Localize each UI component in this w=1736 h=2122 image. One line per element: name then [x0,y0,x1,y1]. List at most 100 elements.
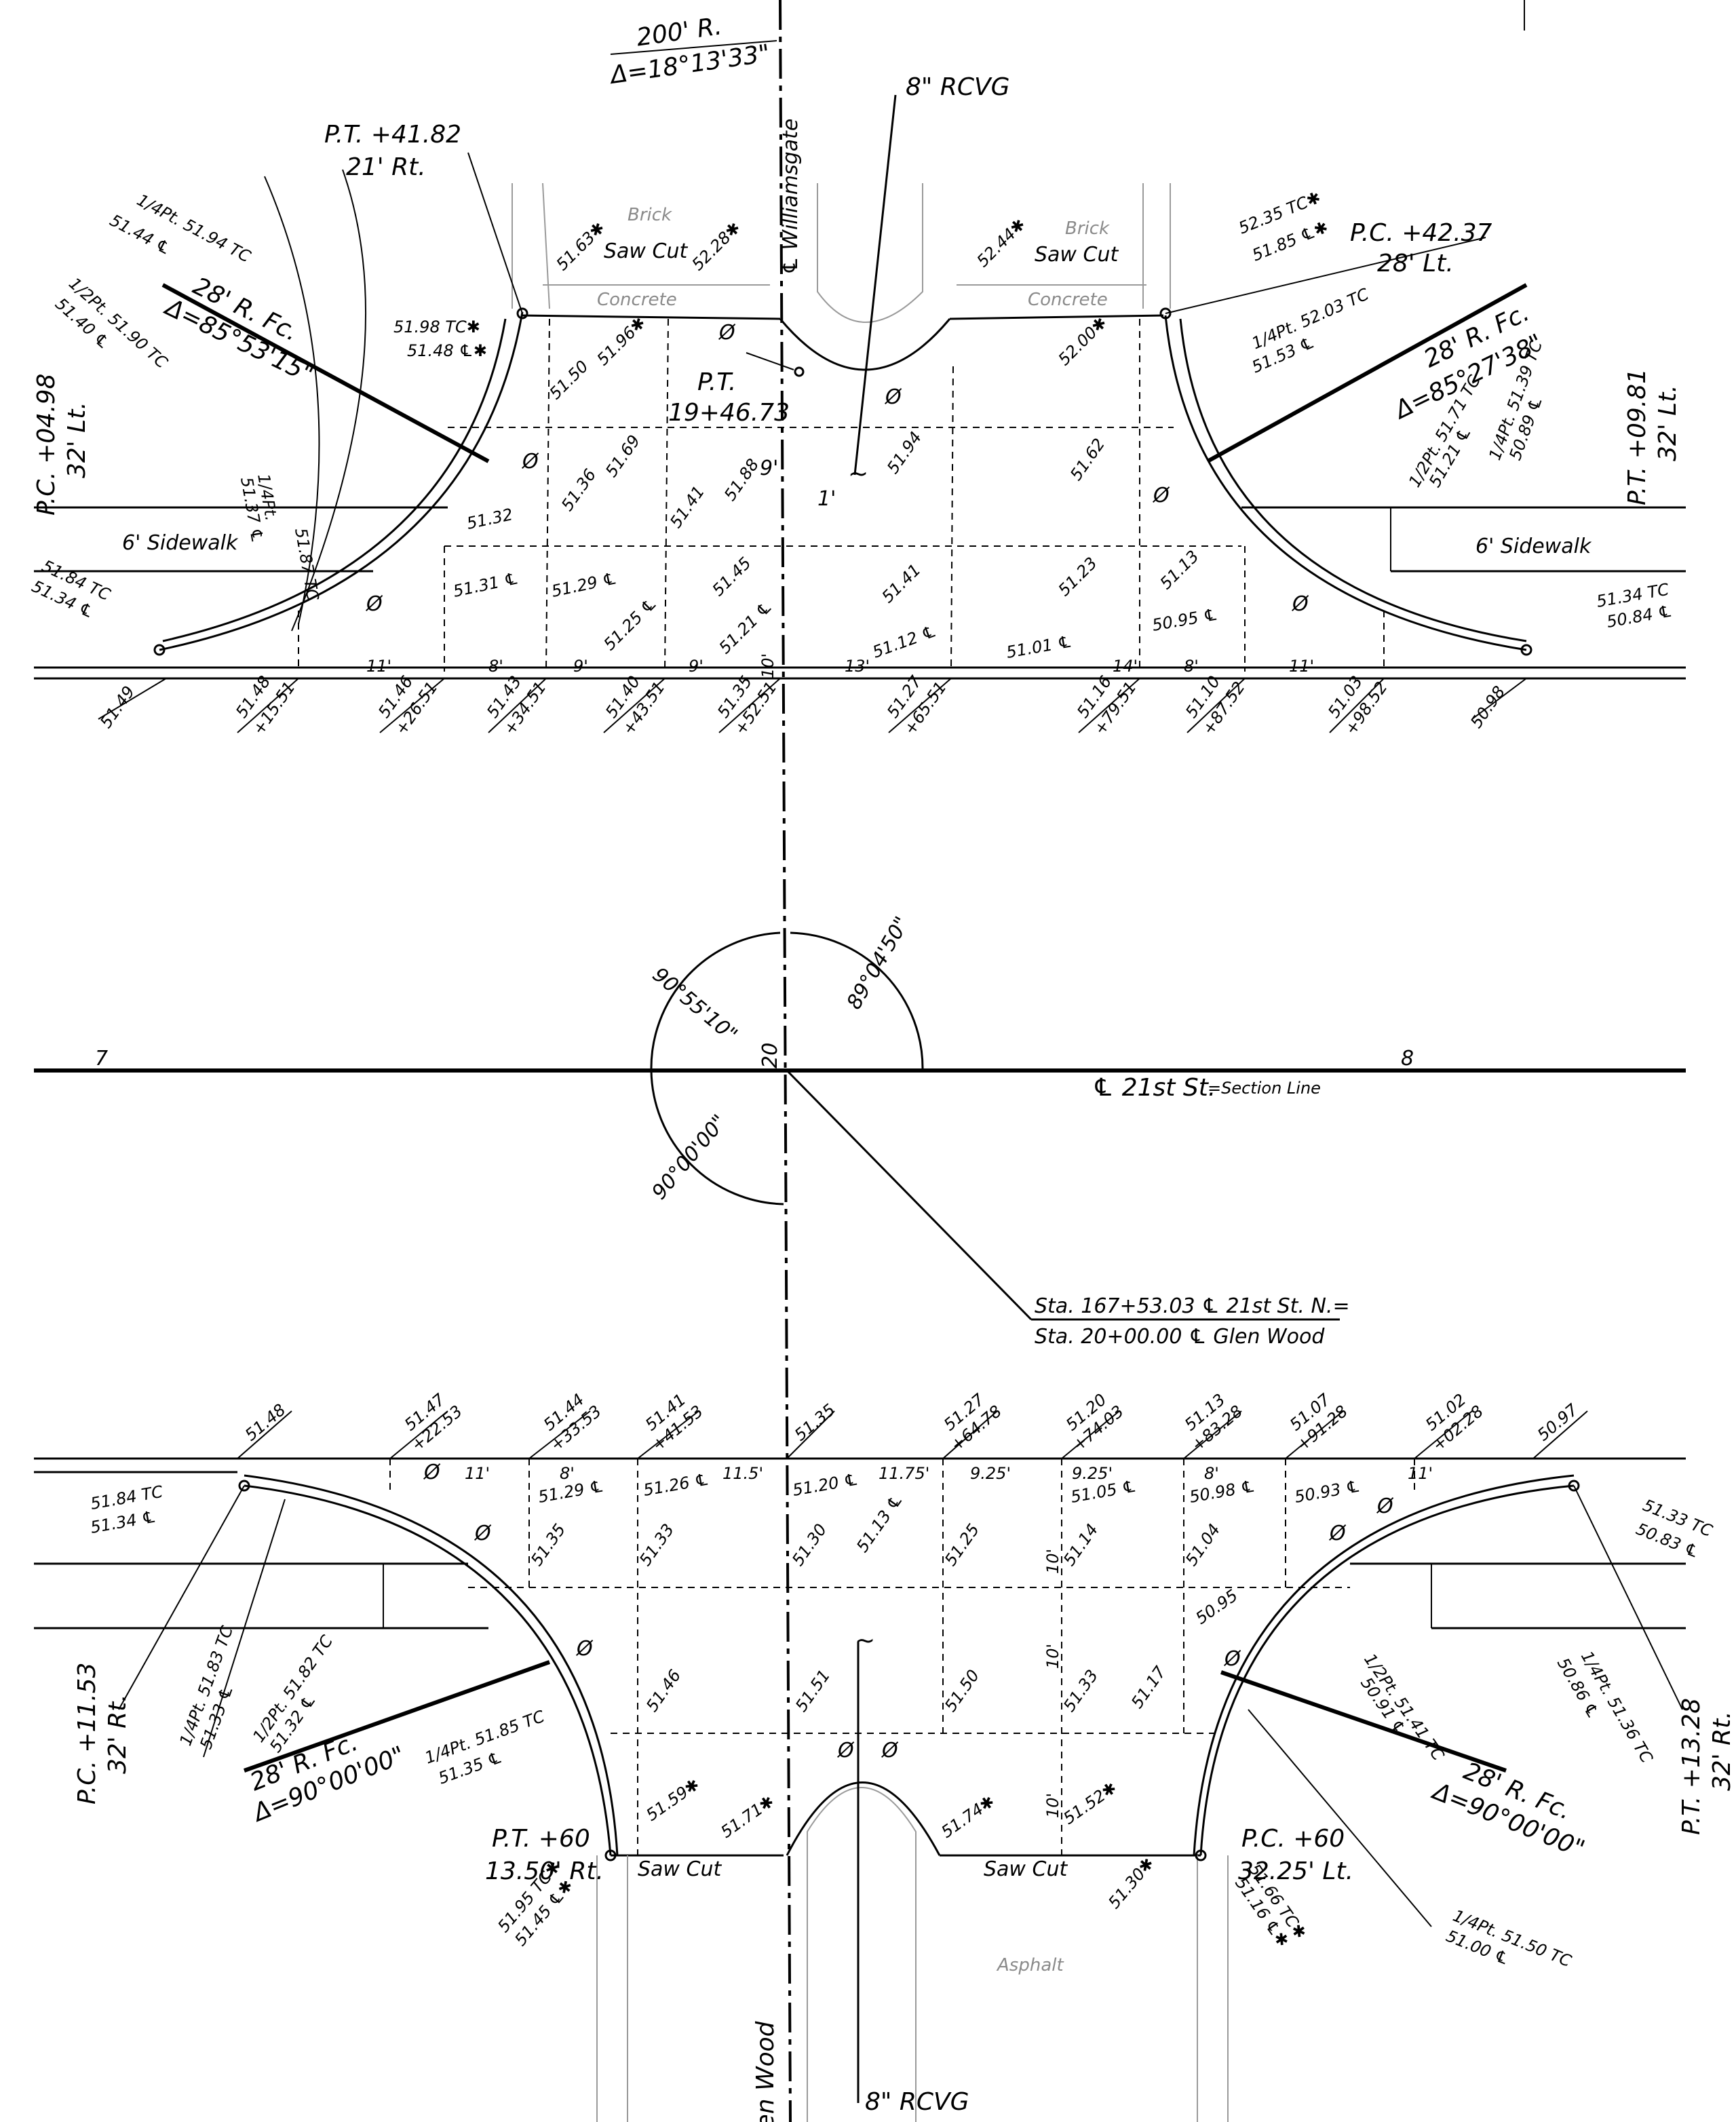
elev-label: 51.48 ℄✱ [407,341,487,360]
elev-label: 51.62 [1066,435,1108,484]
pc-right-sta: P.C. +42.37 [1350,219,1492,247]
bottom-pt-right-point [1568,1480,1580,1492]
brick-left: Brick [628,205,672,225]
elev-label: 51.12 ℄ [870,621,939,662]
williamsgate-label: ℄ Williamsgate [779,119,803,275]
leader-pc-right [1165,237,1486,314]
elev-label: 51.29 ℄ [549,568,619,601]
saw-cut-left: Saw Cut [604,239,688,263]
elev-label: 51.33 [1060,1666,1102,1715]
elev-label: 51.88 [720,455,763,504]
pt-center-label: P.T. [697,368,736,396]
elev-label: 51.31 ℄ [451,568,520,601]
pt-center-sta: 19+46.73 [668,399,790,427]
diameter-symbol: Ø [423,1461,441,1484]
diameter-symbol: Ø [718,321,736,345]
pt-left-off: 21' Rt. [346,153,426,181]
diameter-symbol: Ø [1152,484,1170,507]
spacing-label: 8' [1204,1464,1219,1483]
diameter-symbol: Ø [884,385,902,409]
elev-label: 51.63✱ [552,218,609,275]
diameter-symbol: Ø [836,1739,855,1762]
top-left-curve-200 [264,176,320,625]
rcvg-top-label: 8" RCVG [906,73,1010,101]
bottom-saw-cut-right: Saw Cut [984,1857,1068,1881]
bottom-left-curb-return [244,1484,612,1856]
top-grid-v2 [545,318,550,672]
leader-200r [610,40,777,55]
spacing-label: 8' [560,1464,575,1483]
wave-symbol: ~ [848,460,868,488]
elev-label: 51.98 TC✱ [393,317,480,336]
elev-label: 51.01 ℄ [1005,632,1073,662]
elev-label: 51.21 ℄ [715,597,775,657]
elev-label: 51.59✱ [642,1775,703,1825]
rcvg-bottom-label: 8" RCVG [865,2088,969,2116]
top-right-curb-return [1164,315,1527,651]
diameter-symbol: Ø [881,1739,899,1762]
top-spacings: 11' 8' 9' 9' 10' 13' 14' 8' 11' [366,653,1314,678]
glen-wood-label: ℄ Glen Wood [752,2020,779,2122]
street-label: ℄ 21st St. [1092,1074,1216,1102]
spacing-label: 9.25' [1072,1464,1113,1483]
spacing-label: 13' [845,657,870,676]
elev-label: 51.96✱ [593,313,649,370]
spacing-label: 10' [1043,1644,1062,1669]
elev-label: 50.95 [1192,1586,1241,1628]
spacing-label: 8' [1184,657,1199,676]
spacing-label: 10' [1043,1549,1062,1574]
bottom-pt-right-sta: P.T. +13.28 [1678,1698,1705,1835]
leader-pt-left [467,152,523,314]
top-grid-v4 [950,366,954,672]
elev-label: 9' [760,457,778,480]
elev-label: 51.52✱ [1060,1778,1120,1828]
bottom-diameter-symbols: Ø Ø Ø Ø Ø Ø Ø Ø ~ [423,1461,1394,1762]
elev-label: 51.74✱ [938,1792,998,1842]
top-station-ticks [98,678,1527,733]
top-right-curb-return-inner [1179,318,1527,642]
elev-label: 51.41 [666,482,708,531]
bottom-left-curb-return-inner [244,1474,619,1856]
leader-pt-bottom-right [1573,1485,1683,1710]
pt-far-right-sta: P.T. +09.81 [1623,368,1651,505]
bottom-saw-cut-left: Saw Cut [638,1857,722,1881]
bottom-station-ticks [237,1410,1588,1459]
top-station-labels: 51.49 51.48 +15.51 51.46 +26.51 51.43 +3… [96,672,1509,739]
elev-label: 51.26 ℄ [642,1469,710,1500]
elev-label: 1/4Pt. 51.94 TC [134,191,254,267]
elev-label: 51.36 [558,465,600,514]
station-elev: 51.49 [96,682,138,731]
spacing-label: 8' [488,657,503,676]
leader-quarter-bottom-left [203,1499,286,1758]
top-cul-de-sac-inner [817,183,923,323]
asphalt-label: Asphalt [996,1955,1064,1975]
bottom-pc-right-sta: P.C. +60 [1241,1825,1345,1853]
diameter-symbol: Ø [474,1522,492,1545]
spacing-label: 9.25' [970,1464,1011,1483]
concrete-right: Concrete [1028,290,1108,310]
spacing-label: 10' [1043,1793,1062,1818]
section-20: 20 [758,1043,782,1068]
radius-arrow-left [161,283,490,463]
bottom-pc-left-sta: P.C. +11.53 [73,1663,101,1805]
angle-arc-ne [790,931,924,1071]
elev-label: 51.94 [883,428,925,477]
elev-label: 51.50 [941,1666,983,1715]
elev-label: 51.46 [642,1666,684,1715]
elev-label: 51.17 [1127,1663,1170,1712]
elev-label: 51.14 [1060,1520,1102,1569]
elev-label: 51.13 [1156,547,1202,593]
diameter-symbol: Ø [1328,1522,1347,1545]
spacing-label: 11' [366,657,391,676]
sidewalk-right: 6' Sidewalk [1475,535,1592,558]
pt-far-right-off: 32' Lt. [1654,385,1682,461]
elev-label: 51.30 [788,1520,830,1569]
spacing-label: 9' [689,657,703,676]
elev-label: 50.95 ℄ [1151,604,1219,635]
bottom-station-labels: 51.48 51.47 +22.53 51.44 +33.53 51.41 +4… [242,1390,1582,1455]
concrete-left: Concrete [597,290,677,310]
station-elev: 51.48 [242,1400,290,1445]
spacing-label: 11.75' [879,1464,929,1483]
station-leader [786,1069,1033,1321]
